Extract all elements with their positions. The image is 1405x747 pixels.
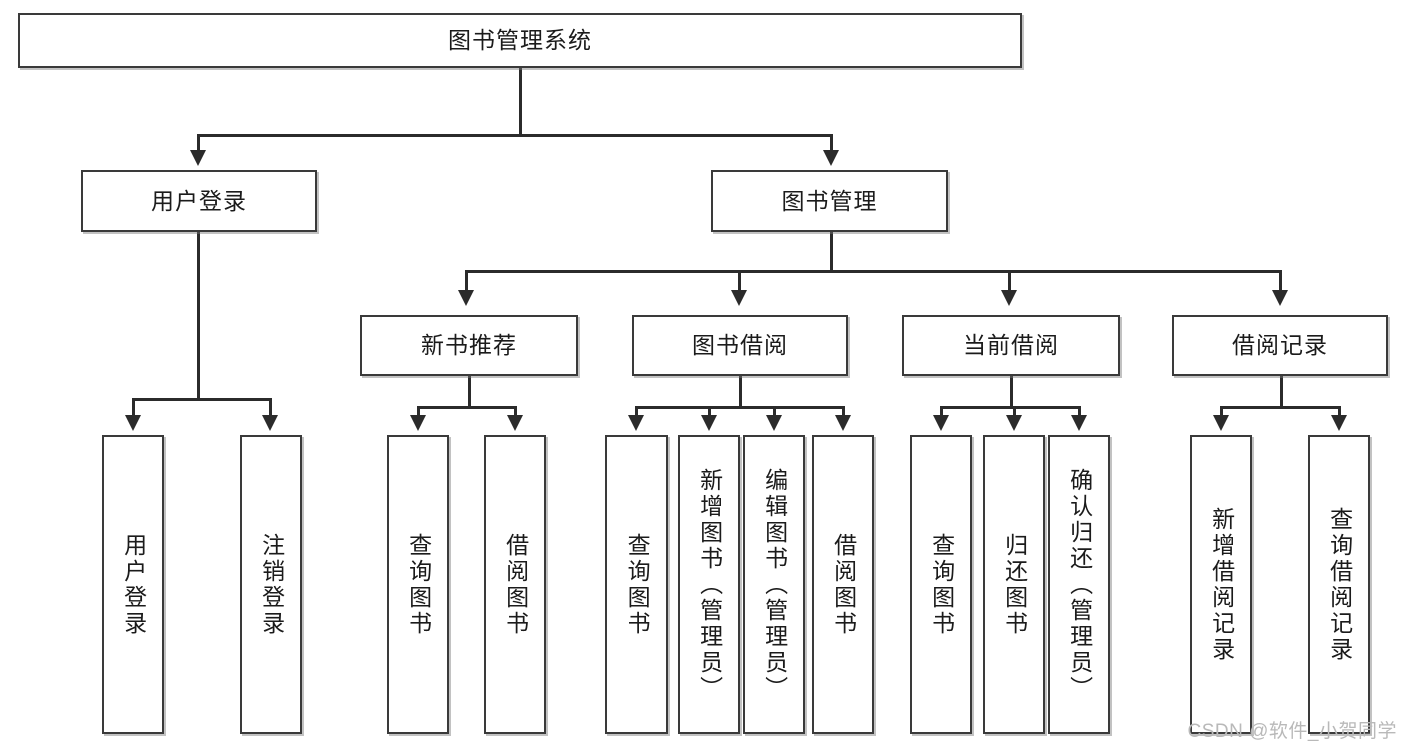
- arrow-current-borrow: [1001, 290, 1017, 306]
- node-book-management[interactable]: 图书管理: [711, 170, 948, 232]
- leaf-label: 新增借阅记录: [1208, 506, 1235, 663]
- leaf-label: 归还图书: [1001, 532, 1028, 637]
- edge-borrow-record-stem: [1280, 376, 1283, 408]
- node-borrow-record[interactable]: 借阅记录: [1172, 315, 1388, 376]
- edge-drop-new-books: [465, 270, 468, 292]
- edge-root-stem: [519, 68, 522, 134]
- leaf-node-confirm-return-admin[interactable]: 确认归还（管理员）: [1048, 435, 1110, 734]
- arrow-leaf-add-record: [1213, 415, 1229, 431]
- node-label: 新书推荐: [421, 332, 517, 359]
- edge-book-borrow-stem: [739, 376, 742, 408]
- leaf-label: 查询图书: [928, 532, 955, 637]
- arrow-leaf-borrow-book-2: [835, 415, 851, 431]
- arrow-leaf-logout: [262, 415, 278, 431]
- node-label: 图书借阅: [692, 332, 788, 359]
- arrow-leaf-user-login: [125, 415, 141, 431]
- arrow-leaf-query-book-3: [933, 415, 949, 431]
- node-label: 图书管理系统: [448, 27, 592, 54]
- leaf-node-query-book-current[interactable]: 查询图书: [910, 435, 972, 734]
- leaf-node-add-book-admin[interactable]: 新增图书（管理员）: [678, 435, 740, 734]
- node-label: 用户登录: [151, 187, 247, 214]
- edge-book-borrow-bus: [635, 406, 844, 409]
- leaf-node-logout[interactable]: 注销登录: [240, 435, 302, 734]
- leaf-label: 新增图书（管理员）: [696, 467, 723, 702]
- node-label: 图书管理: [781, 187, 878, 214]
- edge-user-login-bus: [132, 398, 271, 401]
- edge-user-login-stem: [197, 232, 200, 400]
- edge-new-books-drop-1: [417, 406, 420, 418]
- edge-new-books-stem: [468, 376, 471, 408]
- edge-book-borrow-drop-3: [773, 406, 776, 418]
- edge-borrow-record-bus: [1220, 406, 1339, 409]
- leaf-label: 编辑图书（管理员）: [761, 467, 788, 702]
- arrow-leaf-confirm-return: [1071, 415, 1087, 431]
- leaf-node-query-book-newbooks[interactable]: 查询图书: [387, 435, 449, 734]
- leaf-node-user-login[interactable]: 用户登录: [102, 435, 164, 734]
- edge-to-user-login: [197, 134, 200, 154]
- csdn-watermark: CSDN @软件_小贺同学: [1187, 721, 1397, 742]
- arrow-leaf-return-book: [1006, 415, 1022, 431]
- edge-user-login-drop-1: [132, 398, 135, 418]
- leaf-label: 用户登录: [120, 532, 147, 637]
- arrow-leaf-query-record: [1331, 415, 1347, 431]
- leaf-label: 确认归还（管理员）: [1066, 467, 1093, 702]
- edge-user-login-drop-2: [269, 398, 272, 418]
- leaf-label: 查询图书: [405, 532, 432, 637]
- leaf-node-borrow-book-newbooks[interactable]: 借阅图书: [484, 435, 546, 734]
- leaf-node-add-borrow-record[interactable]: 新增借阅记录: [1190, 435, 1252, 734]
- leaf-node-borrow-book[interactable]: 借阅图书: [812, 435, 874, 734]
- node-current-borrow[interactable]: 当前借阅: [902, 315, 1120, 376]
- leaf-node-query-borrow-record[interactable]: 查询借阅记录: [1308, 435, 1370, 734]
- leaf-node-query-book-borrow[interactable]: 查询图书: [605, 435, 668, 734]
- edge-current-borrow-drop-3: [1078, 406, 1081, 418]
- arrow-to-user-login: [190, 150, 206, 166]
- edge-drop-book-borrow: [738, 270, 741, 292]
- edge-drop-borrow-record: [1279, 270, 1282, 292]
- edge-current-borrow-bus: [940, 406, 1079, 409]
- arrow-leaf-add-book: [701, 415, 717, 431]
- arrow-new-books: [458, 290, 474, 306]
- edge-book-management-stem: [830, 232, 833, 272]
- arrow-leaf-query-book-1: [410, 415, 426, 431]
- edge-book-borrow-drop-2: [708, 406, 711, 418]
- node-book-borrow[interactable]: 图书借阅: [632, 315, 848, 376]
- leaf-label: 借阅图书: [502, 532, 529, 637]
- edge-borrow-record-drop-2: [1338, 406, 1341, 418]
- leaf-label: 注销登录: [258, 532, 285, 637]
- edge-drop-current-borrow: [1008, 270, 1011, 292]
- node-user-login[interactable]: 用户登录: [81, 170, 317, 232]
- leaf-node-return-book[interactable]: 归还图书: [983, 435, 1045, 734]
- edge-borrow-record-drop-1: [1220, 406, 1223, 418]
- arrow-leaf-borrow-book-1: [507, 415, 523, 431]
- edge-book-borrow-drop-1: [635, 406, 638, 418]
- arrow-book-borrow: [731, 290, 747, 306]
- edge-current-borrow-drop-1: [940, 406, 943, 418]
- edge-new-books-bus: [417, 406, 516, 409]
- edge-new-books-drop-2: [514, 406, 517, 418]
- edge-level3-bus: [465, 270, 1280, 273]
- node-new-book-recommend[interactable]: 新书推荐: [360, 315, 578, 376]
- edge-to-book-management: [830, 134, 833, 154]
- arrow-borrow-record: [1272, 290, 1288, 306]
- edge-current-borrow-stem: [1010, 376, 1013, 408]
- leaf-label: 借阅图书: [830, 532, 857, 637]
- edge-root-bus: [197, 134, 832, 137]
- node-label: 借阅记录: [1232, 332, 1328, 359]
- leaf-label: 查询借阅记录: [1326, 506, 1353, 663]
- arrow-leaf-edit-book: [766, 415, 782, 431]
- leaf-label: 查询图书: [624, 532, 651, 637]
- arrow-leaf-query-book-2: [628, 415, 644, 431]
- node-label: 当前借阅: [963, 332, 1059, 359]
- leaf-node-edit-book-admin[interactable]: 编辑图书（管理员）: [743, 435, 805, 734]
- node-root-book-management-system[interactable]: 图书管理系统: [18, 13, 1022, 68]
- arrow-to-book-management: [823, 150, 839, 166]
- edge-book-borrow-drop-4: [842, 406, 845, 418]
- edge-current-borrow-drop-2: [1013, 406, 1016, 418]
